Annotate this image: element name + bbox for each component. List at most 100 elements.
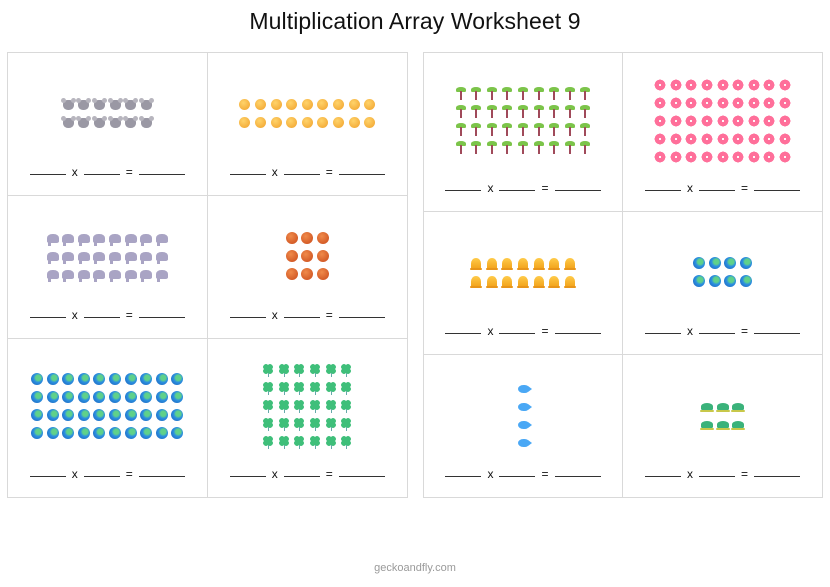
four-leaf-clover-icon (262, 435, 274, 450)
bell-icon (470, 256, 483, 271)
times-sign: x (271, 308, 278, 322)
factor-2-blank[interactable] (283, 475, 320, 477)
product-blank[interactable] (754, 189, 800, 191)
factor-1-blank[interactable] (644, 332, 681, 334)
factor-1-blank[interactable] (229, 316, 266, 318)
factor-2-blank[interactable] (499, 332, 536, 334)
factor-1-blank[interactable] (644, 189, 681, 191)
factor-1-blank[interactable] (29, 316, 66, 318)
multiplication-equation: x= (208, 166, 408, 178)
array-row (470, 274, 576, 289)
factor-1-blank[interactable] (445, 475, 482, 477)
four-leaf-clover-icon (293, 399, 305, 414)
factor-1-blank[interactable] (445, 332, 482, 334)
factor-2-blank[interactable] (83, 316, 120, 318)
koala-icon (123, 97, 139, 112)
globe-icon (708, 256, 721, 271)
array-row (654, 96, 791, 111)
product-blank[interactable] (554, 332, 601, 334)
cherry-blossom-icon (732, 150, 745, 165)
multiplication-equation: x= (623, 468, 822, 480)
globe-icon (31, 408, 44, 423)
bell-icon (548, 256, 561, 271)
globe-icon (62, 390, 75, 405)
globe-icon (109, 426, 122, 441)
product-blank[interactable] (754, 332, 800, 334)
times-sign: x (487, 467, 494, 481)
product-blank[interactable] (338, 173, 385, 175)
smiley-face-icon (332, 115, 344, 130)
four-leaf-clover-icon (340, 399, 352, 414)
elephant-icon (124, 249, 137, 264)
factor-2-blank[interactable] (83, 173, 120, 175)
smiley-face-icon (364, 97, 376, 112)
four-leaf-clover-icon (309, 399, 321, 414)
product-blank[interactable] (138, 173, 185, 175)
product-blank[interactable] (138, 475, 185, 477)
globe-icon (708, 274, 721, 289)
product-blank[interactable] (138, 316, 185, 318)
array-row (654, 78, 791, 93)
product-blank[interactable] (554, 475, 601, 477)
array-row (46, 231, 168, 246)
smiley-face-icon (270, 97, 282, 112)
smiley-face-icon (254, 97, 266, 112)
factor-1-blank[interactable] (29, 475, 66, 477)
four-leaf-clover-icon (278, 417, 290, 432)
koala-icon (91, 97, 107, 112)
cherry-blossom-icon (669, 96, 682, 111)
equals-sign: = (541, 467, 549, 481)
palm-tree-icon (486, 141, 498, 156)
bell-icon (485, 256, 498, 271)
product-blank[interactable] (338, 475, 385, 477)
cherry-blossom-icon (747, 114, 760, 129)
array-row (46, 249, 168, 264)
equals-sign: = (740, 324, 748, 338)
palm-tree-icon (533, 123, 545, 138)
globe-icon (93, 372, 106, 387)
factor-2-blank[interactable] (283, 173, 320, 175)
four-leaf-clover-icon (340, 417, 352, 432)
globe-icon (155, 372, 168, 387)
four-leaf-clover-icon (309, 363, 321, 378)
four-leaf-clover-icon (262, 399, 274, 414)
product-blank[interactable] (338, 316, 385, 318)
cherry-blossom-icon (654, 150, 667, 165)
four-leaf-clover-icon (278, 435, 290, 450)
globe-icon (77, 372, 90, 387)
globe-icon (93, 390, 106, 405)
array-row (654, 150, 791, 165)
globe-icon (724, 274, 737, 289)
elephant-icon (155, 231, 168, 246)
bell-icon (532, 256, 545, 271)
factor-2-blank[interactable] (698, 332, 735, 334)
factor-2-blank[interactable] (698, 475, 735, 477)
palm-tree-icon (517, 141, 529, 156)
turtle-icon (715, 417, 730, 432)
cherry-blossom-icon (685, 114, 698, 129)
palm-tree-icon (533, 105, 545, 120)
factor-1-blank[interactable] (29, 173, 66, 175)
factor-1-blank[interactable] (229, 173, 266, 175)
product-blank[interactable] (754, 475, 800, 477)
factor-2-blank[interactable] (283, 316, 320, 318)
koala-icon (76, 115, 92, 130)
palm-tree-icon (517, 105, 529, 120)
cherry-blossom-icon (716, 132, 729, 147)
fish-icon (517, 399, 532, 414)
palm-tree-icon (455, 123, 467, 138)
product-blank[interactable] (554, 189, 601, 191)
factor-1-blank[interactable] (229, 475, 266, 477)
factor-2-blank[interactable] (499, 189, 536, 191)
factor-2-blank[interactable] (83, 475, 120, 477)
palm-tree-icon (455, 141, 467, 156)
factor-1-blank[interactable] (644, 475, 681, 477)
elephant-icon (109, 249, 122, 264)
left-worksheet-panel: x=x=x=x=x=x= (7, 52, 408, 498)
factor-2-blank[interactable] (698, 189, 735, 191)
factor-2-blank[interactable] (499, 475, 536, 477)
factor-1-blank[interactable] (445, 189, 482, 191)
elephant-icon (124, 267, 137, 282)
koala-icon (107, 97, 123, 112)
palm-tree-icon (501, 87, 513, 102)
